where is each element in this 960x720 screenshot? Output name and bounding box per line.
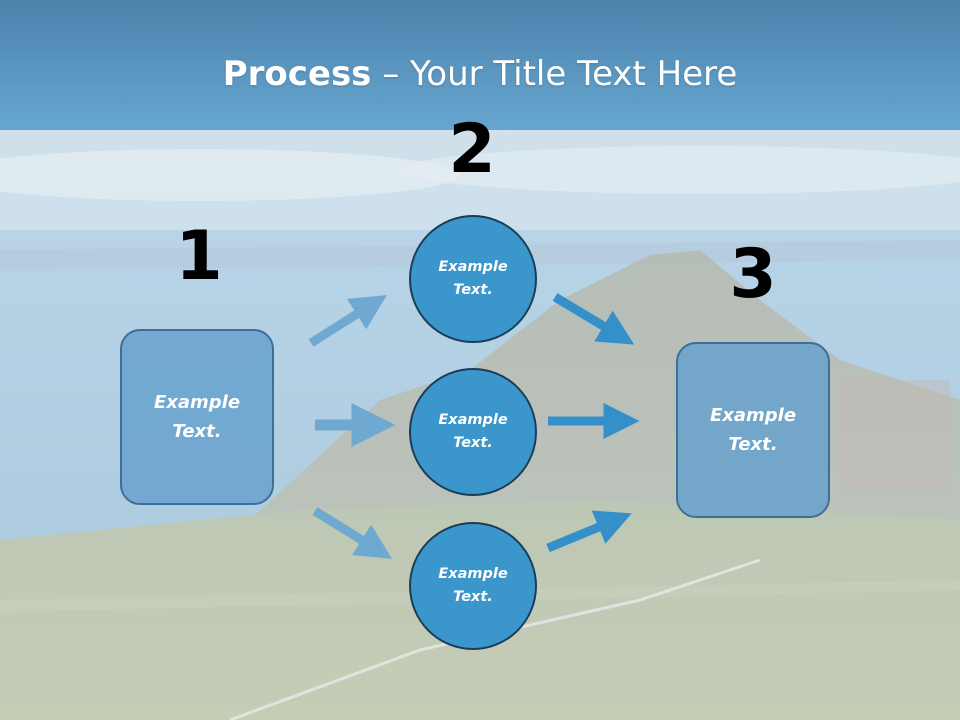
arrow-box1-to-circle-bottom [312,507,393,559]
step-3-text: Example Text. [709,405,797,455]
circle-bottom: Example Text. [409,522,537,650]
arrow-circle-top-to-box3 [552,293,635,345]
step-3-box: Example Text. [676,342,830,518]
step-number-3: 3 [729,235,777,314]
arrow-box1-to-circle-top [308,294,388,347]
circle-top: Example Text. [409,215,537,343]
step-number-1: 1 [175,217,223,296]
step-number-2: 2 [448,110,496,189]
slide-title: Process – Your Title Text Here [0,52,960,96]
arrow-circle-bottom-to-box3 [546,510,632,553]
circle-middle-text: Example Text. [438,412,508,451]
circle-middle: Example Text. [409,368,537,496]
circle-top-text: Example Text. [438,259,508,298]
step-1-text: Example Text. [153,392,241,442]
step-1-box: Example Text. [120,329,274,505]
title-rest-part: – Your Title Text Here [371,54,738,94]
circle-bottom-text: Example Text. [438,566,508,605]
title-bold-part: Process [222,54,372,94]
